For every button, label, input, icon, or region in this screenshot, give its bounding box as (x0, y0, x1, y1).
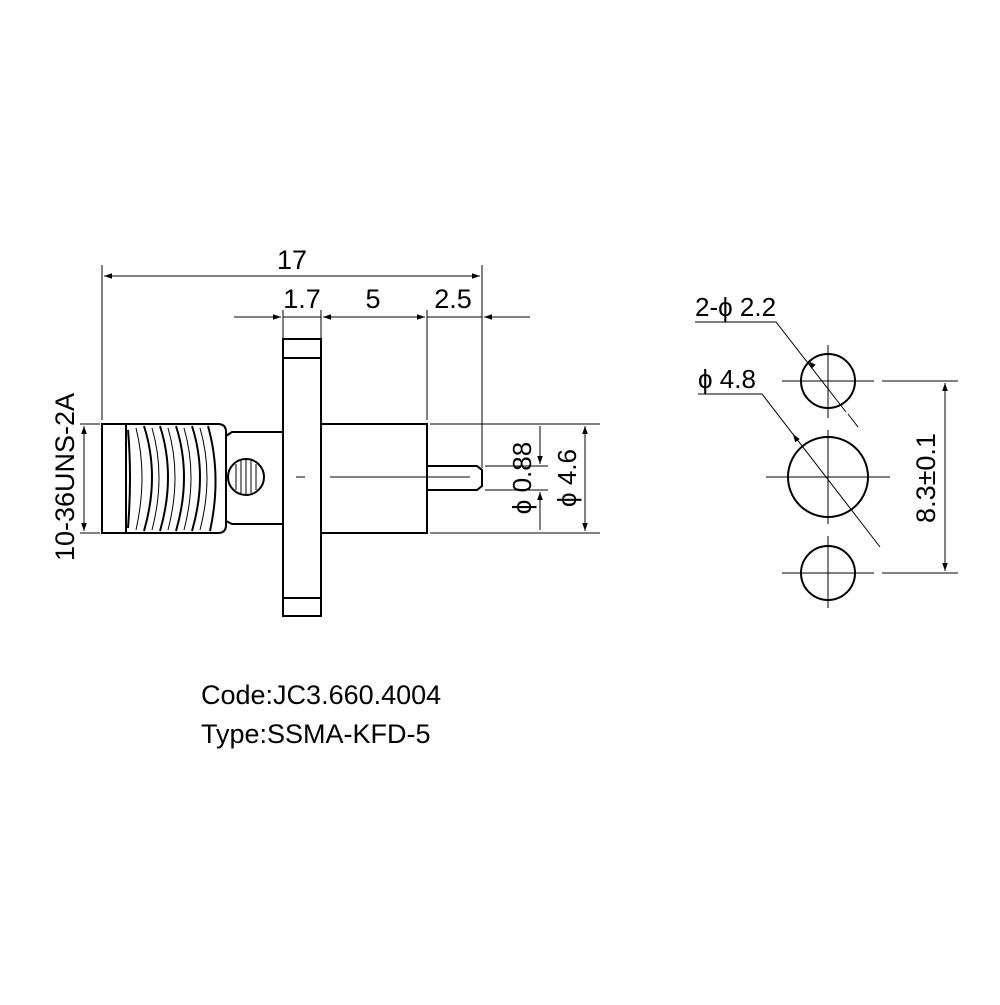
leader-mount-holes (695, 321, 847, 413)
contact-pin (427, 465, 483, 491)
thread-lines (127, 425, 217, 532)
leader-arrow-mount-hole-a (807, 360, 816, 369)
leader-arrow-center-hole (792, 433, 800, 443)
dim-thread-spec: 10-36UNS-2A (50, 393, 80, 561)
hole-centerlines (766, 345, 890, 608)
dim-center-diameter: ϕ 4.8 (698, 364, 756, 394)
part-code: Code:JC3.660.4004 (201, 680, 442, 710)
leader-tail-center-hole (869, 533, 881, 548)
dim-pin-length: 2.5 (434, 284, 472, 314)
dim-hole-spacing: 8.3±0.1 (911, 433, 941, 523)
nut-front-lip (101, 423, 127, 534)
side-view: 17 1.7 5 2.5 10-36UNS-2A (50, 245, 600, 617)
dim-pin-diameter: ϕ 0.88 (507, 442, 537, 514)
housing-outline (225, 431, 283, 525)
dim-body-diameter: ϕ 4.6 (552, 449, 582, 507)
leader-center-hole (698, 393, 871, 535)
threaded-nut (101, 423, 227, 534)
dim-overall-length: 17 (277, 245, 307, 275)
rear-body (321, 423, 428, 534)
dim-mount-holes: 2-ϕ 2.2 (695, 292, 776, 322)
thread-inner-lines (135, 427, 208, 531)
screw-knurl (235, 460, 257, 494)
nut-body-outline (126, 423, 227, 534)
dim-flange-thickness: 1.7 (283, 284, 321, 314)
dim-body-length: 5 (365, 284, 380, 314)
front-view: 8.3±0.1 2-ϕ 2.2 ϕ 4.8 (695, 292, 958, 608)
part-type: Type:SSMA-KFD-5 (201, 719, 431, 749)
leader-tail-mount-hole (847, 413, 859, 428)
